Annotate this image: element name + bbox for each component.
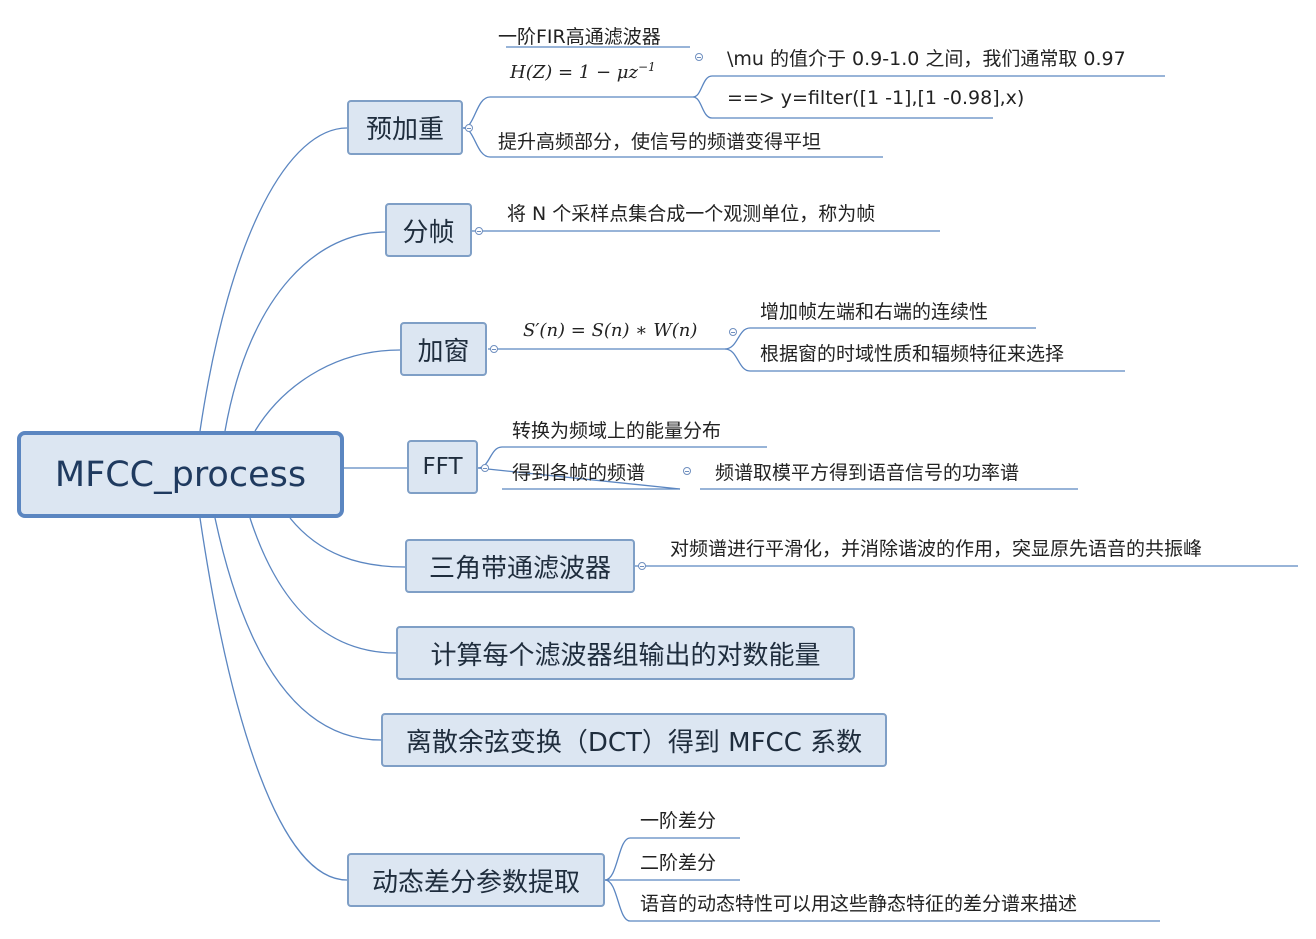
collapse-icon[interactable] [638, 562, 646, 570]
leaf-fir-filter[interactable]: 一阶FIR高通滤波器 [498, 26, 661, 48]
collapse-icon[interactable] [475, 227, 483, 235]
leaf-smoothing[interactable]: 对频谱进行平滑化，并消除谐波的作用，突显原先语音的共振峰 [670, 538, 1203, 560]
leaf-energy-dist[interactable]: 转换为频域上的能量分布 [512, 420, 722, 442]
collapse-icon[interactable] [683, 467, 691, 475]
collapse-icon[interactable] [465, 124, 473, 132]
leaf-dynamic-desc[interactable]: 语音的动态特性可以用这些静态特征的差分谱来描述 [640, 893, 1078, 915]
leaf-second-order-delta[interactable]: 二阶差分 [640, 852, 717, 874]
leaf-continuity[interactable]: 增加帧左端和右端的连续性 [760, 301, 989, 323]
collapse-icon[interactable] [729, 328, 737, 336]
leaf-window-choice[interactable]: 根据窗的时域性质和辐频特征来选择 [760, 343, 1065, 365]
branch-fft[interactable]: FFT [407, 440, 478, 494]
formula-window: S′(n) = S(n) ∗ W(n) [523, 320, 698, 341]
collapse-icon[interactable] [695, 53, 703, 61]
branch-delta[interactable]: 动态差分参数提取 [347, 853, 605, 907]
branch-dct[interactable]: 离散余弦变换（DCT）得到 MFCC 系数 [381, 713, 887, 767]
leaf-mu-value[interactable]: \mu 的值介于 0.9-1.0 之间，我们通常取 0.97 [727, 48, 1126, 70]
leaf-frame-def[interactable]: 将 N 个采样点集合成一个观测单位，称为帧 [507, 203, 876, 225]
leaf-first-order-delta[interactable]: 一阶差分 [640, 810, 717, 832]
branch-triangle-filter[interactable]: 三角带通滤波器 [405, 539, 635, 593]
branch-preemphasis[interactable]: 预加重 [347, 100, 463, 155]
root-node[interactable]: MFCC_process [17, 431, 344, 518]
leaf-boost-high-freq[interactable]: 提升高频部分，使信号的频谱变得平坦 [498, 131, 822, 153]
branch-framing[interactable]: 分帧 [385, 203, 472, 257]
branch-windowing[interactable]: 加窗 [400, 322, 487, 376]
branch-log-energy[interactable]: 计算每个滤波器组输出的对数能量 [396, 626, 855, 680]
leaf-frame-spectrum[interactable]: 得到各帧的频谱 [512, 462, 646, 484]
collapse-icon[interactable] [490, 345, 498, 353]
leaf-filter-code[interactable]: ==> y=filter([1 -1],[1 -0.98],x) [727, 87, 1025, 109]
leaf-power-spectrum[interactable]: 频谱取模平方得到语音信号的功率谱 [715, 462, 1020, 484]
collapse-icon[interactable] [481, 464, 489, 472]
formula-hz: H(Z) = 1 − μz−1 [510, 60, 656, 83]
